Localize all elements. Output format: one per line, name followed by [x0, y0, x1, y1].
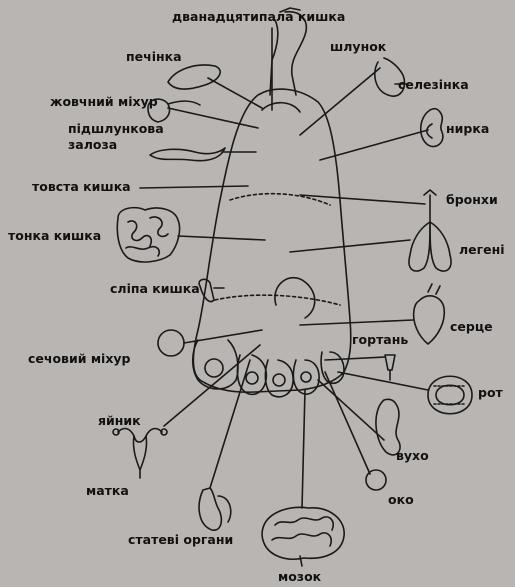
label-pancreas-line1: підшлункова — [68, 122, 164, 136]
label-pancreas-line2: залоза — [68, 138, 117, 152]
label-duodenum: дванадцятипала кишка — [172, 10, 345, 24]
brain-organ — [262, 507, 344, 566]
ear-organ — [376, 399, 400, 455]
label-mouth: рот — [478, 386, 503, 400]
label-ovary: яйник — [98, 414, 141, 428]
label-eye: око — [388, 493, 414, 507]
toes — [193, 340, 344, 397]
label-kidney: нирка — [446, 122, 489, 136]
label-uterus: матка — [86, 484, 129, 498]
toe-5 — [321, 352, 344, 383]
label-ear: вухо — [396, 449, 429, 463]
label-genitals: статеві органи — [128, 533, 233, 547]
bladder-organ — [158, 330, 184, 356]
label-bladder: сечовий міхур — [28, 352, 131, 366]
uterus-organ — [113, 429, 167, 478]
heel-region — [262, 103, 300, 112]
lungs-organ — [409, 190, 451, 271]
label-liver: печінка — [126, 50, 182, 64]
genitals-organ — [199, 488, 221, 530]
label-small-intestine: тонка кишка — [8, 229, 101, 243]
label-brain: мозок — [278, 570, 321, 584]
leader-lines — [140, 28, 428, 508]
duodenum-organ — [270, 12, 306, 95]
label-larynx: гортань — [352, 333, 408, 347]
region-divider-2 — [215, 295, 340, 305]
mouth-organ — [428, 376, 472, 414]
heart-organ — [414, 296, 445, 344]
larynx-organ — [385, 355, 395, 370]
liver-organ — [168, 65, 220, 89]
label-stomach: шлунок — [330, 40, 386, 54]
label-colon: товста кишка — [32, 180, 131, 194]
small-intestine-organ — [117, 208, 179, 262]
ball-of-foot — [275, 278, 315, 318]
kidney-organ — [421, 109, 443, 147]
label-cecum: сліпа кишка — [110, 282, 200, 296]
pancreas-organ — [150, 148, 225, 161]
label-lungs: легені — [459, 243, 505, 257]
label-bronchi: бронхи — [446, 193, 498, 207]
label-spleen: селезінка — [398, 78, 469, 92]
foot-sole-outline — [193, 89, 350, 392]
label-gallbladder: жовчний міхур — [50, 95, 158, 109]
label-heart: серце — [450, 320, 493, 334]
